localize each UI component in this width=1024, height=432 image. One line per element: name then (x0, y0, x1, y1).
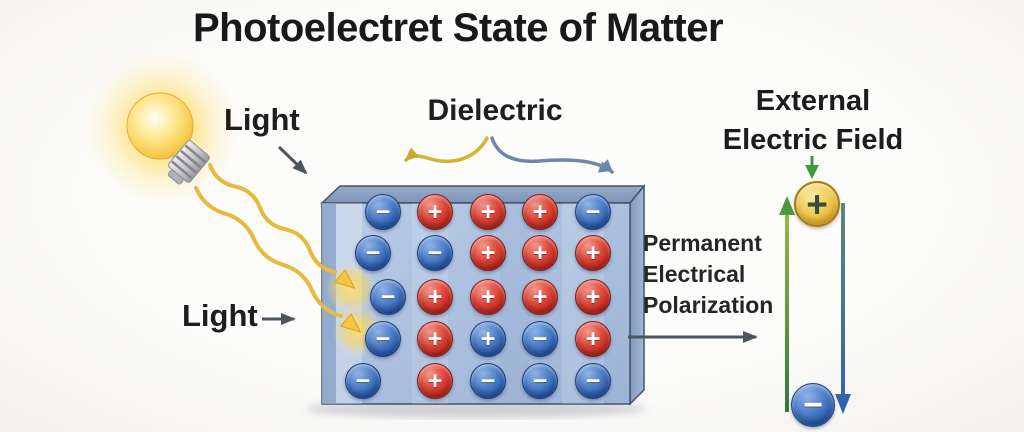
charge-red-positive: + (417, 194, 453, 230)
light-ray-wave (208, 163, 337, 274)
charge-blue-negative: − (355, 235, 391, 271)
charge-red-positive: + (522, 235, 558, 271)
field-up-arrowhead (779, 196, 795, 215)
light-label-top: Light (224, 102, 300, 137)
charge-red-positive: + (575, 235, 611, 271)
charge-blue-negative: − (522, 363, 558, 399)
external-field-arrows (779, 156, 851, 414)
polarization-line-3: Polarization (643, 292, 774, 318)
charge-blue-negative: − (575, 363, 611, 399)
dielectric-arrow-chevron (597, 161, 611, 173)
charge-red-positive: + (470, 194, 506, 230)
field-pointer-arrowhead (805, 165, 819, 179)
charge-red-positive: + (522, 279, 558, 315)
charge-red-positive: + (522, 194, 558, 230)
external-field-line-1: External (755, 85, 871, 117)
charge-blue-positive: + (470, 321, 506, 357)
page-title: Photoelectret State of Matter (192, 6, 724, 50)
polarization-line-1: Permanent (643, 230, 762, 256)
charge-red-positive: + (470, 235, 506, 271)
light-rays (194, 163, 362, 334)
charge-red-positive: + (575, 279, 611, 315)
charge-red-positive: + (417, 279, 453, 315)
light-impact-glow (325, 262, 377, 314)
light-top-arrow (277, 145, 308, 175)
external-field-label: External Electric Field (703, 82, 923, 160)
charge-blue-negative: − (345, 363, 381, 399)
negative-terminal: − (791, 383, 835, 427)
charge-red-positive: + (417, 363, 453, 399)
dielectric-arrow-left (404, 136, 489, 164)
positive-terminal: + (794, 181, 840, 227)
charge-blue-negative: − (365, 321, 401, 357)
charge-blue-negative: − (417, 235, 453, 271)
polarization-label: Permanent Electrical Polarization (643, 228, 773, 321)
light-ray-arrowhead (333, 268, 356, 290)
field-down-arrowhead (835, 394, 851, 414)
light-ray-arrowhead (339, 312, 362, 334)
charge-blue-negative: − (370, 279, 406, 315)
light-label-bottom: Light (182, 298, 258, 333)
light-bulb-icon (126, 92, 210, 185)
charge-red-positive: + (417, 321, 453, 357)
dielectric-arrow-right (490, 136, 614, 174)
box-right-face (629, 183, 645, 406)
external-field-line-2: Electric Field (722, 124, 904, 156)
charge-blue-negative: − (522, 321, 558, 357)
charge-blue-negative: − (575, 194, 611, 230)
polarization-line-2: Electrical (643, 261, 746, 287)
charge-red-positive: + (470, 279, 506, 315)
light-ray-wave (194, 186, 343, 318)
dielectric-label: Dielectric (427, 94, 563, 127)
charge-blue-negative: − (470, 363, 506, 399)
charge-red-positive: + (575, 321, 611, 357)
charge-blue-negative: − (365, 194, 401, 230)
